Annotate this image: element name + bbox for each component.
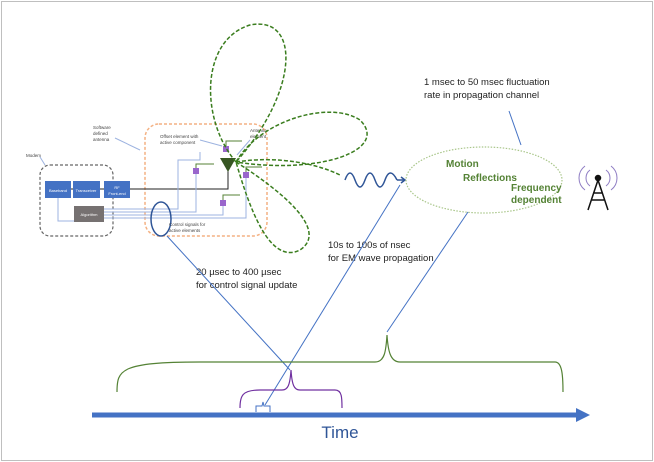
baseband-label: Baseband [49, 188, 67, 193]
frequency-label: Frequency [511, 183, 562, 194]
rf-label: RF [114, 185, 120, 190]
sda-boundary [144, 123, 268, 237]
antenna-label-2: element [250, 134, 267, 139]
control-update-label: 20 µsec to 400 µsec [196, 267, 282, 278]
control-signal-highlight [150, 201, 172, 237]
sda-label: Software [93, 125, 111, 130]
channel-brace [116, 334, 564, 393]
antenna-label: Antenna [250, 128, 267, 133]
baseband-block [45, 181, 71, 198]
reflections-label: Reflections [463, 173, 517, 184]
callout-lines [166, 110, 522, 406]
control-label-2: active elements [169, 228, 201, 233]
offset-elements [193, 146, 249, 206]
time-arrow-icon [576, 408, 590, 422]
em-propagation-label: 10s to 100s of nsec [328, 240, 411, 251]
time-label: Time [321, 423, 358, 442]
algorithm-block [74, 206, 104, 222]
antenna-element-icon [220, 158, 236, 172]
cell-tower-icon [578, 165, 618, 211]
control-label: Control signals for [169, 222, 206, 227]
rf-frontend-block [104, 181, 130, 198]
offset-element-label: Offset element with [160, 134, 199, 139]
em-propagation-label-2: for EM wave propagation [328, 253, 434, 264]
sda-label-2: defined [93, 131, 108, 136]
em-wave [344, 172, 398, 188]
motion-label: Motion [446, 159, 479, 170]
transceiver-label: Transceiver [76, 188, 97, 193]
radiation-pattern [209, 23, 368, 254]
wave-arrow-icon [397, 176, 407, 184]
modem-boundary [39, 164, 114, 237]
channel-fluctuation-label-2: rate in propagation channel [424, 90, 539, 101]
control-brace [239, 369, 343, 409]
modem-label: Modem [26, 153, 41, 158]
sda-label-3: antenna [93, 137, 110, 142]
dependent-label: dependent [511, 195, 562, 206]
channel-fluctuation-label: 1 msec to 50 msec fluctuation [424, 77, 550, 88]
control-update-label-2: for control signal update [196, 280, 297, 291]
offset-element-label-2: active component [160, 140, 196, 145]
algorithm-label: Algorithm [81, 212, 99, 217]
channel-ellipse [405, 146, 563, 214]
transceiver-block [73, 181, 100, 198]
em-brace [255, 401, 271, 412]
frontend-label: Front-end [108, 191, 125, 196]
